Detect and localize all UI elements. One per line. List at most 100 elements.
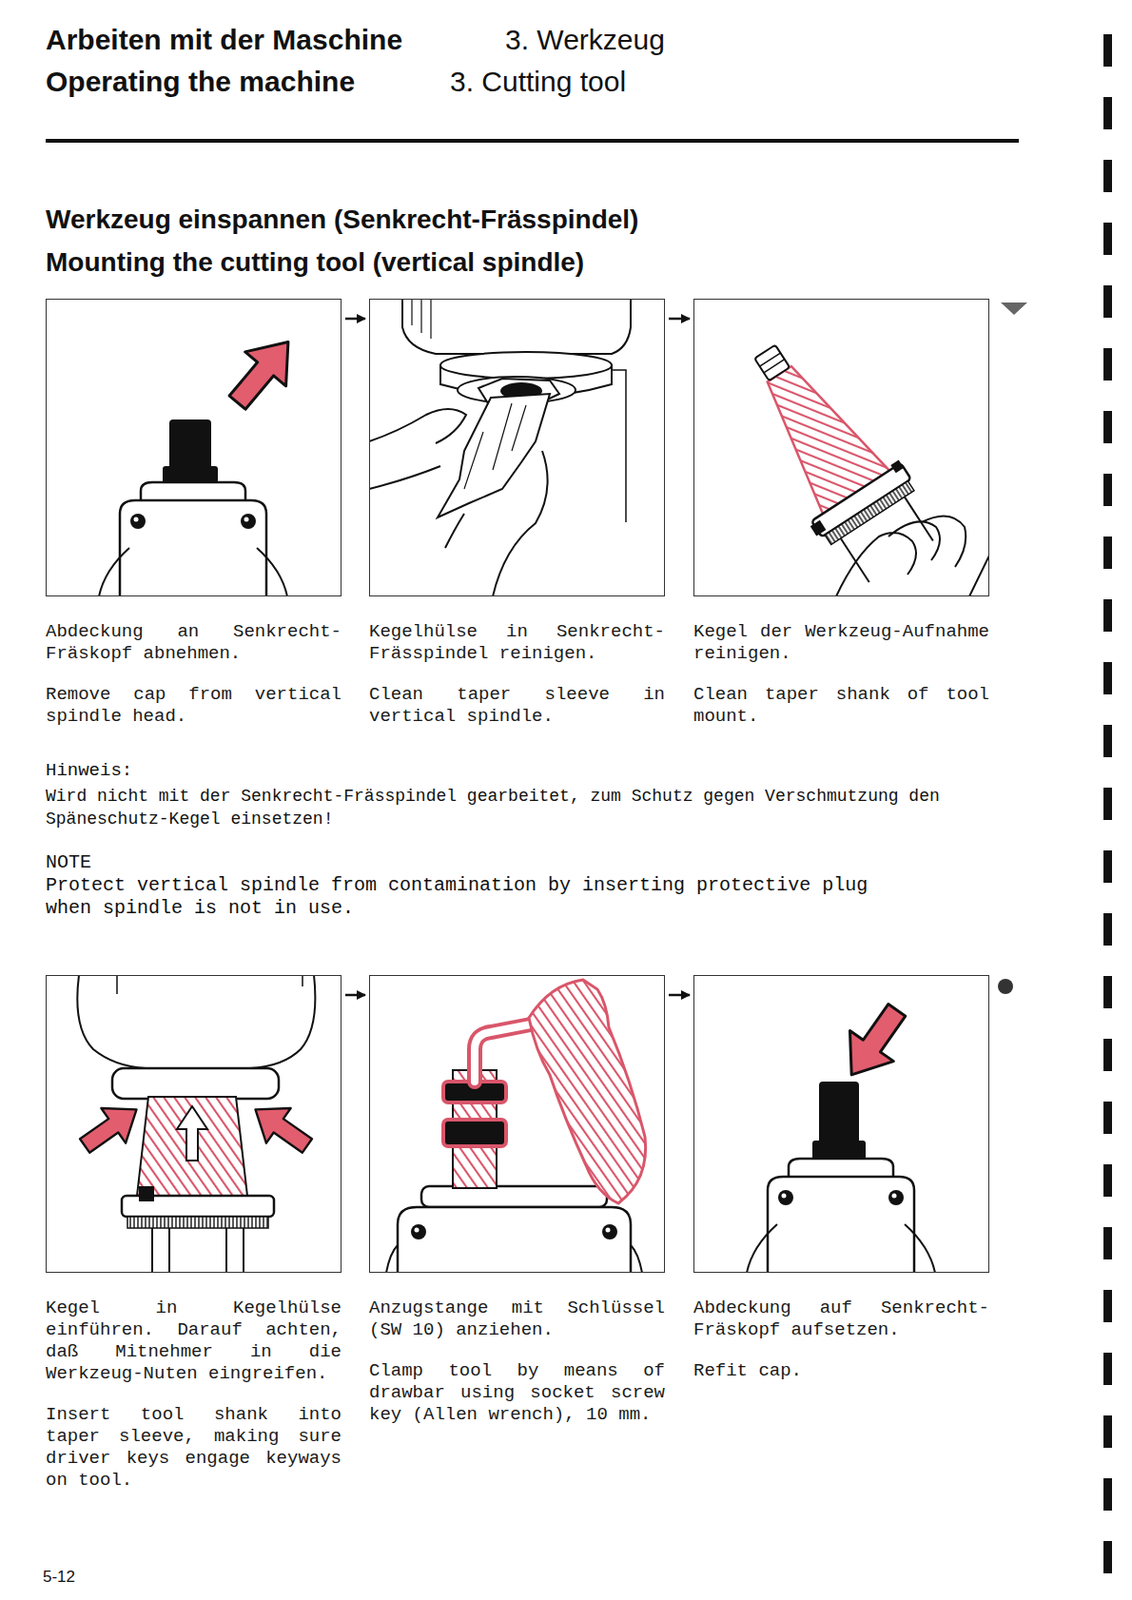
caption-english: Remove cap from vertical spindle head.	[45, 683, 342, 728]
note-text: Wird nicht mit der Senkrecht-Frässpindel…	[45, 784, 1007, 831]
margin-bar	[1103, 599, 1113, 632]
drawing-part	[819, 1081, 859, 1145]
drawing-part	[443, 1119, 507, 1147]
margin-bar	[1103, 662, 1113, 695]
drawing-part	[136, 1096, 248, 1196]
drawing-part	[810, 520, 827, 537]
header-title: Operating the machine	[45, 64, 355, 99]
sequence-arrow	[668, 994, 690, 997]
picture-frame	[45, 298, 342, 597]
picture-frame	[45, 975, 342, 1273]
tool-insertion-illustration	[72, 975, 320, 1273]
drawing-part	[760, 352, 785, 373]
margin-bar	[1103, 1478, 1113, 1511]
picture-frame	[693, 975, 990, 1273]
margin-bar	[1103, 1164, 1113, 1197]
step-panel: Anzugstange mit Schlüssel (SW 10) anzieh…	[369, 975, 665, 1426]
caption-english: Clean taper sleeve in vertical spindle.	[369, 683, 665, 728]
margin-bar	[1103, 1227, 1113, 1260]
caption-german: Abdeckung an Senkrecht-Fräskopf abnehmen…	[45, 621, 342, 665]
step-panel: Kegel der Werkzeug-Aufnahme reinigen.Cle…	[693, 298, 990, 728]
page-number: 5-12	[42, 1567, 76, 1587]
step-panel: Abdeckung auf Senkrecht-Fräskopf aufsetz…	[693, 975, 990, 1383]
picture-frame	[369, 298, 665, 597]
drawing-part	[602, 1224, 618, 1240]
sequence-arrow	[668, 317, 690, 321]
drawing-part	[474, 1022, 541, 1082]
margin-bar	[1103, 159, 1113, 193]
margin-bar	[1103, 1352, 1113, 1386]
margin-bar	[1103, 913, 1113, 946]
caption-english: Insert tool shank into taper sleeve, mak…	[45, 1404, 342, 1492]
margin-bar	[1103, 410, 1113, 444]
drawing-part	[386, 1245, 643, 1273]
margin-bar	[1103, 34, 1113, 67]
caption-german: Abdeckung auf Senkrecht-Fräskopf aufsetz…	[693, 1297, 990, 1342]
caption-german: Kegel in Kegelhülse einführen. Darauf ac…	[45, 1297, 342, 1386]
drawing-part	[216, 325, 309, 421]
section-heading: Werkzeug einspannen (Senkrecht-Frässpind…	[45, 203, 639, 236]
drawing-part	[72, 1092, 149, 1164]
drawing-part	[597, 370, 626, 523]
margin-bar	[1103, 222, 1113, 255]
drawing-part	[437, 393, 550, 518]
caption-german: Anzugstange mit Schlüssel (SW 10) anzieh…	[369, 1297, 665, 1342]
drawing-part	[824, 481, 915, 546]
margin-bar	[1103, 1289, 1113, 1323]
margin-bar	[1103, 1101, 1113, 1134]
header-section: 3. Werkzeug	[505, 22, 665, 58]
drawing-part	[98, 482, 288, 597]
drawing-part	[162, 466, 218, 484]
margin-bar	[1103, 850, 1113, 883]
drawing-part	[421, 1186, 607, 1208]
cleaning-illustration	[369, 298, 631, 597]
drawing-part	[474, 1022, 541, 1082]
drawing-part	[152, 1228, 244, 1273]
continue-symbol	[1000, 302, 1028, 315]
margin-bar	[1103, 1541, 1113, 1574]
caption-german: Kegelhülse in Senkrecht-Frässpindel rein…	[369, 621, 665, 665]
tool-holder-illustration	[717, 322, 990, 597]
drawing-part	[127, 1216, 269, 1229]
margin-bar	[1103, 285, 1113, 318]
drawing-part	[397, 1207, 631, 1273]
step-panel: Kegelhülse in Senkrecht-Frässpindel rein…	[369, 298, 665, 728]
end-symbol	[997, 978, 1014, 995]
drawing-part	[812, 1140, 866, 1160]
drawing-part	[243, 1092, 320, 1164]
drawing-part	[176, 1106, 208, 1161]
drawing-part	[605, 1228, 611, 1233]
sequence-arrow	[345, 317, 366, 321]
drawing-part	[138, 1186, 155, 1202]
margin-bar	[1103, 787, 1113, 820]
drawing-part	[464, 403, 527, 489]
sequence-arrow	[345, 994, 366, 997]
drawing-part	[369, 409, 548, 597]
drawing-part	[836, 516, 990, 597]
drawing-part	[410, 1224, 427, 1240]
drawing-part	[112, 1068, 279, 1099]
header-rule	[45, 138, 1019, 143]
note-heading: NOTE	[45, 851, 92, 875]
header-title: Arbeiten mit der Maschine	[45, 22, 403, 58]
caption-german: Kegel der Werkzeug-Aufnahme reinigen.	[693, 621, 990, 665]
drawbar-illustration	[386, 979, 646, 1273]
margin-bar	[1103, 1415, 1113, 1448]
spindle-head-illustration	[98, 325, 309, 597]
margin-bar	[1103, 975, 1113, 1009]
step-panel: Kegel in Kegelhülse einführen. Darauf ac…	[45, 975, 342, 1492]
margin-bar	[1103, 473, 1113, 507]
drawing-part	[440, 351, 612, 379]
drawing-part	[840, 496, 934, 583]
section-heading: Mounting the cutting tool (vertical spin…	[45, 246, 585, 279]
margin-bar	[1103, 348, 1113, 381]
header-section: 3. Cutting tool	[449, 64, 626, 99]
spindle-head-illustration	[746, 995, 936, 1273]
drawing-part	[411, 298, 431, 339]
caption-english: Refit cap.	[693, 1360, 990, 1383]
caption-english: Clamp tool by means of drawbar using soc…	[369, 1360, 665, 1426]
margin-bar	[1103, 724, 1113, 758]
note-heading: Hinweis:	[45, 760, 133, 782]
picture-frame	[693, 298, 990, 597]
drawing-part	[890, 459, 904, 473]
